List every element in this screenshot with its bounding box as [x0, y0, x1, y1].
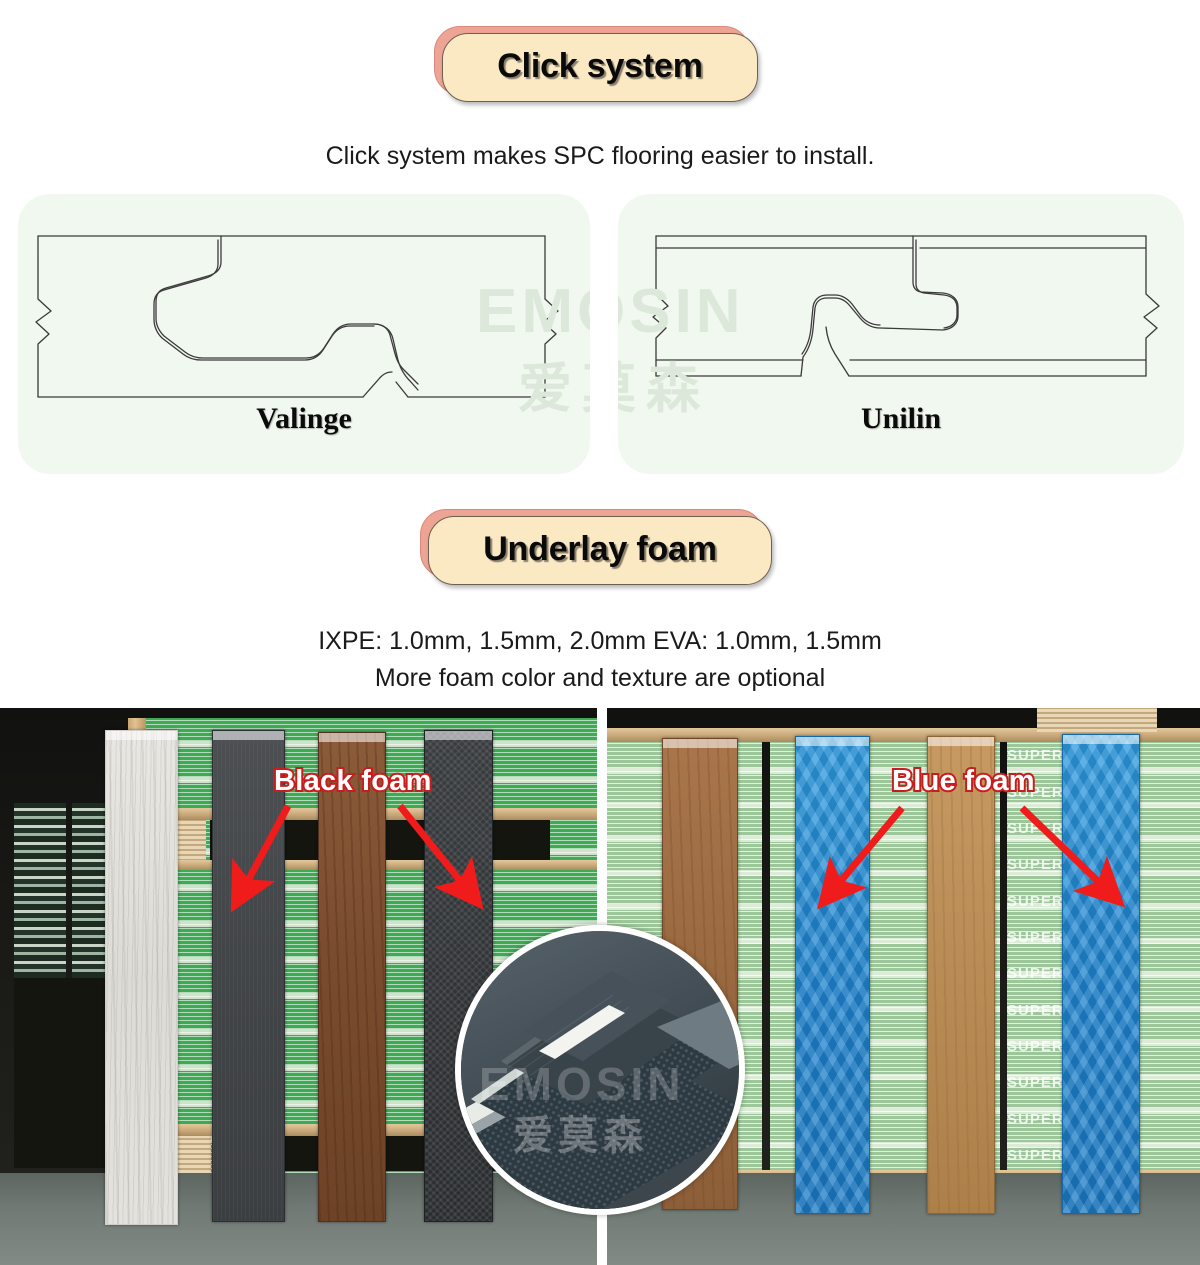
inset-watermark-chinese: 爱莫森 — [513, 1113, 648, 1159]
blue-foam-plank-right — [1062, 734, 1140, 1214]
light-oak-plank — [927, 736, 995, 1214]
plank-top-edge — [106, 731, 177, 740]
foam-layer-closeup-inset: EMOSIN 爱莫森 — [455, 925, 745, 1215]
plank-top-edge — [796, 737, 869, 746]
plank-top-edge — [213, 731, 284, 740]
click-system-title: Click system — [497, 47, 703, 85]
stacked-boxes-far-left — [14, 803, 66, 978]
unilin-label: Unilin — [860, 402, 942, 435]
underlay-foam-title: Underlay foam — [483, 530, 717, 568]
click-system-badge-container: Click system — [0, 26, 1200, 103]
unilin-card: Unilin — [618, 194, 1184, 474]
foam-spec-line-2: More foam color and texture are optional — [374, 664, 826, 692]
black-foam-plank — [212, 730, 285, 1222]
underlay-foam-badge-container: Underlay foam — [0, 509, 1200, 586]
plank-top-edge — [928, 737, 994, 746]
white-oak-plank — [105, 730, 178, 1225]
badge-face-2: Underlay foam — [428, 516, 772, 586]
foam-spec-line-1: IXPE: 1.0mm, 1.5mm, 2.0mm EVA: 1.0mm, 1.… — [318, 627, 882, 655]
walnut-plank — [318, 732, 386, 1222]
click-system-subtitle: Click system makes SPC flooring easier t… — [325, 142, 875, 170]
inset-watermark-latin: EMOSIN — [479, 1058, 685, 1110]
unilin-profile-drawing — [652, 235, 1160, 377]
valinge-card: Valinge — [18, 194, 590, 474]
plank-top-edge — [1063, 735, 1139, 744]
badge-face: Click system — [442, 33, 758, 103]
valinge-label: Valinge — [256, 402, 352, 435]
plank-top-edge — [425, 731, 492, 740]
valinge-profile-drawing — [35, 235, 559, 398]
blue-foam-callout: Blue foam — [890, 763, 1037, 799]
blue-foam-plank-left — [795, 736, 870, 1214]
plank-top-edge — [319, 733, 385, 742]
click-system-badge: Click system — [434, 26, 758, 103]
black-foam-callout: Black foam — [272, 763, 433, 799]
plank-top-edge — [663, 739, 737, 748]
closeup-layers — [461, 971, 739, 1209]
profile-cards: Valinge — [18, 194, 1184, 474]
underlay-foam-badge: Underlay foam — [420, 509, 772, 586]
plywood-stack-right-top — [1037, 708, 1157, 732]
